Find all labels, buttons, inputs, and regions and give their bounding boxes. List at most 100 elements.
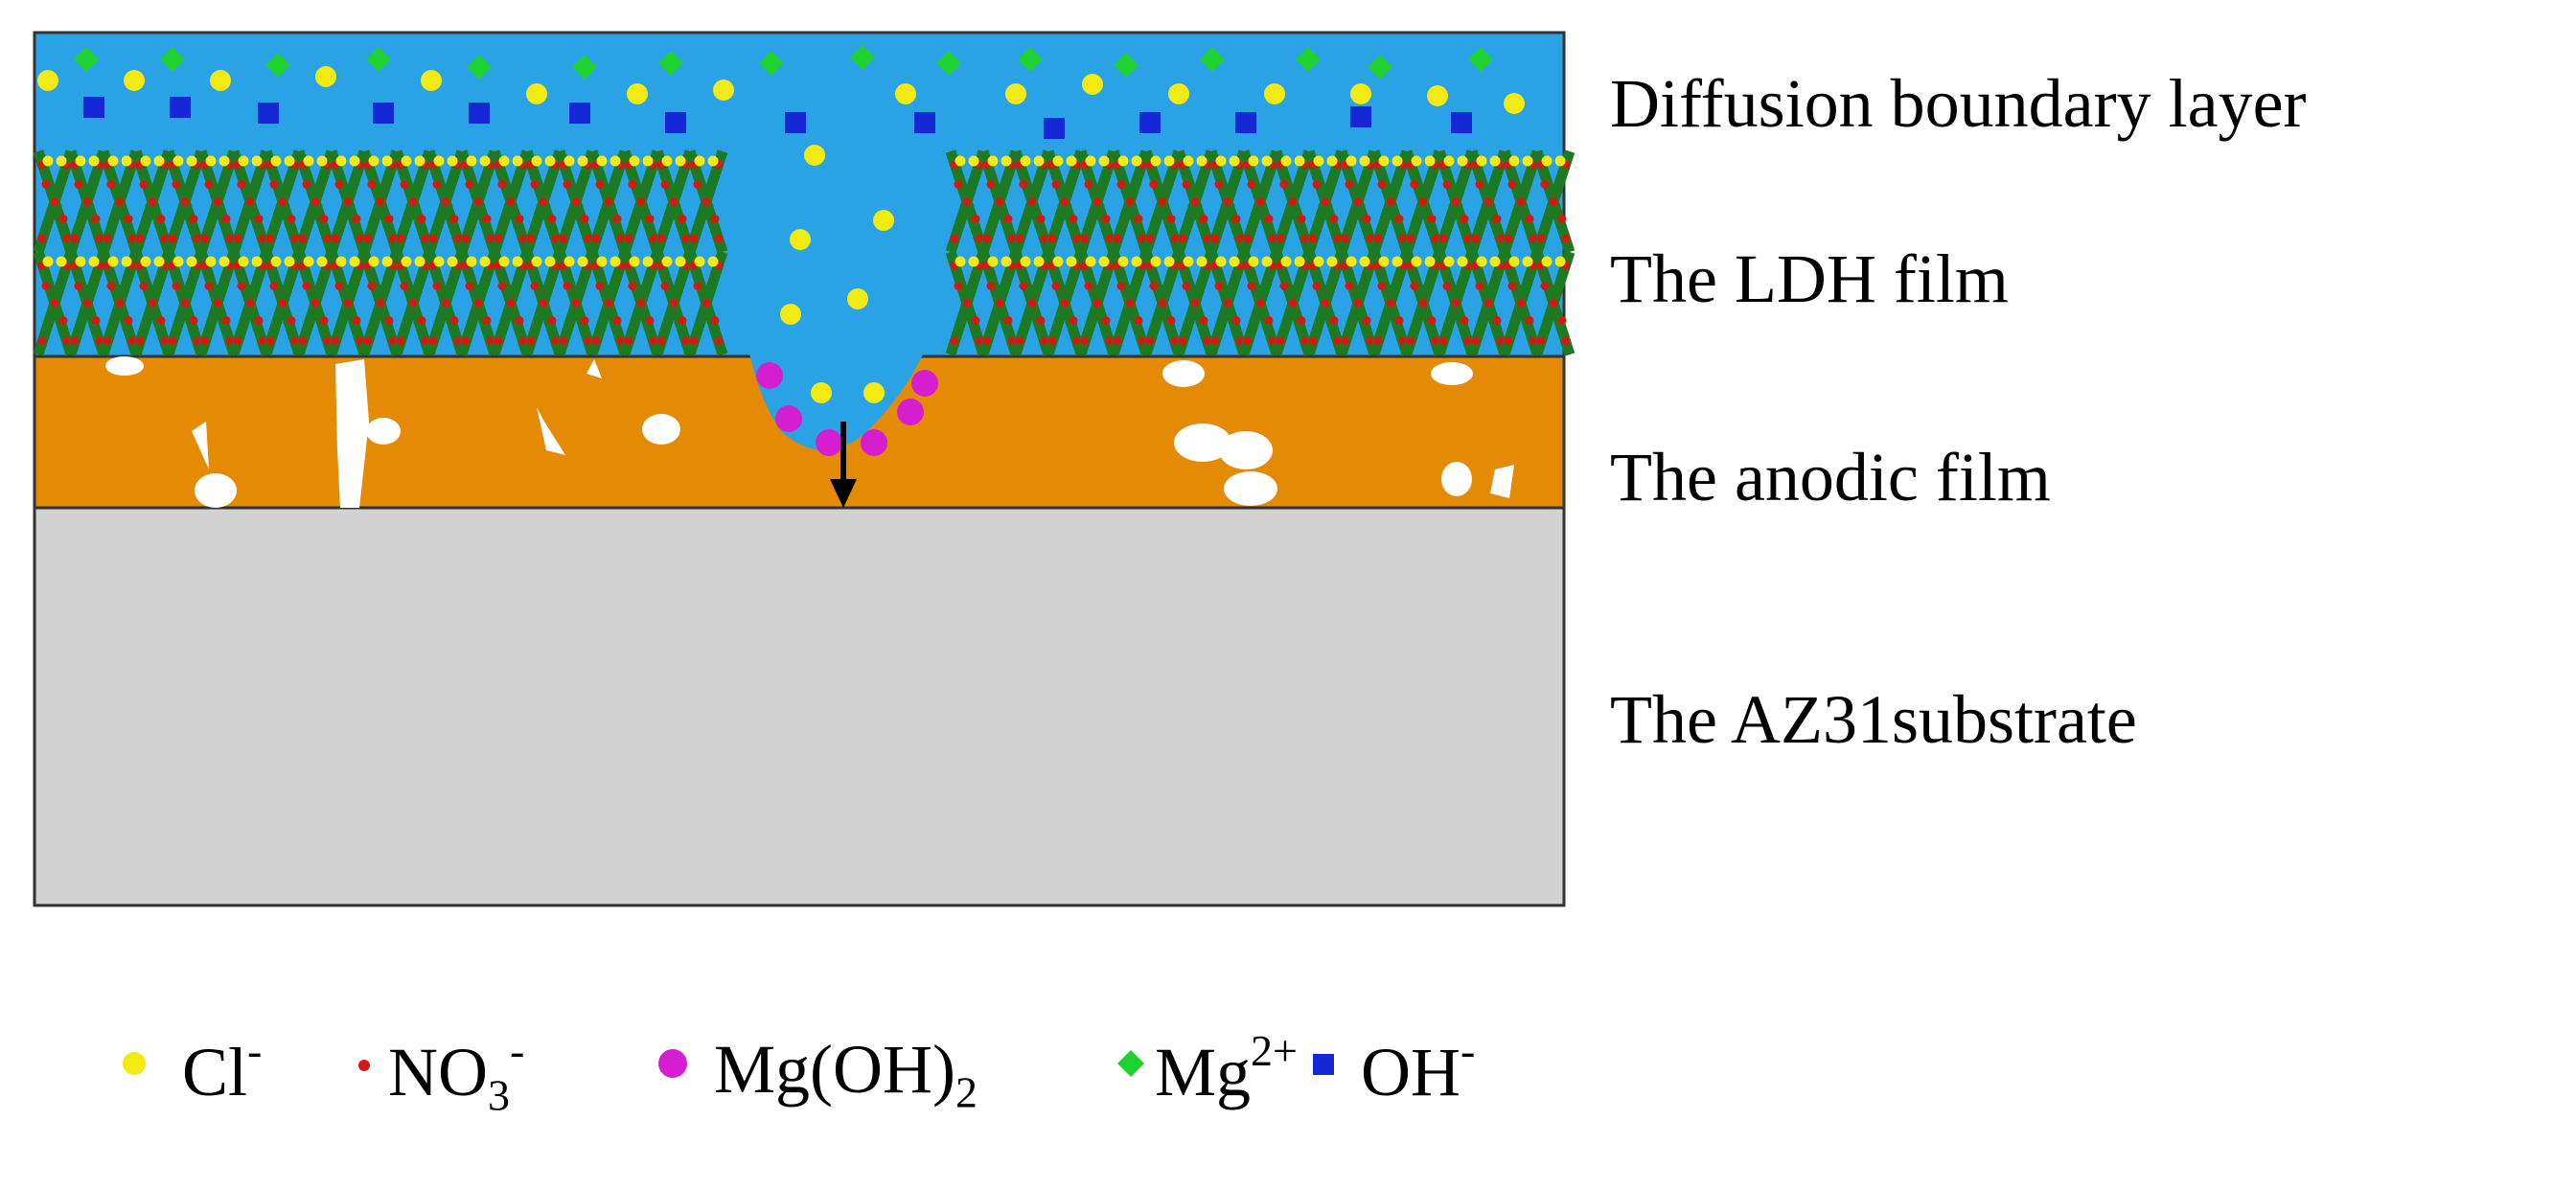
chloride-ion [270,155,282,167]
nitrate-ion [986,282,996,290]
chloride-ion [1248,155,1259,167]
nitrate-ion [559,336,568,346]
nitrate-ion [91,215,101,223]
nitrate-ion [656,234,666,243]
nitrate-ion [269,180,279,189]
nitrate-ion [1321,299,1330,308]
hydroxide-ion [170,97,191,118]
mg-ion [1368,55,1392,80]
mg-ion [366,47,391,72]
nitrate-ion [1557,316,1567,325]
mg-ion [467,55,492,80]
chloride-ion [381,256,393,267]
nitrate-ion [278,299,288,308]
nitrate-ion [1484,197,1493,206]
nitrate-ion [334,282,344,290]
nitrate-ion [189,215,198,223]
nitrate-ion [148,299,157,308]
mg-ion [850,45,875,70]
nitrate-ion [221,215,231,223]
chloride-ion [1457,256,1468,267]
nitrate-ion [1145,336,1155,346]
nitrate-ion [1297,215,1306,223]
nitrate-ion [950,336,959,346]
chloride-ion [140,155,151,167]
chloride-ion [88,155,100,167]
chloride-ion [1424,256,1436,267]
nitrate-ion [82,197,92,206]
chloride-ion [610,155,621,167]
chloride-ion [1229,256,1240,267]
chloride-ion [1443,256,1455,267]
nitrate-ion [189,316,198,325]
chloride-ion [316,256,328,267]
nitrate-ion [41,282,51,290]
nitrate-ion [1247,282,1256,290]
nitrate-ion [319,215,329,223]
nitrate-ion [1247,180,1256,189]
nitrate-ion [237,282,246,290]
label-anodic-film: The anodic film [1610,439,2051,515]
legend-label-chloride: Cl- [182,1026,263,1110]
nitrate-ion [1297,316,1306,325]
legend-label-hydroxide: OH- [1361,1026,1476,1110]
chloride-ion [107,256,119,267]
chloride-ion [675,155,686,167]
hydroxide-ion [665,112,686,133]
chloride-ion [303,155,314,167]
chloride-ion [1424,155,1436,167]
nitrate-ion [1214,180,1224,189]
nitrate-ion [1149,180,1159,189]
nitrate-ion [254,215,264,223]
nitrate-ion [400,180,409,189]
nitrate-ion [396,336,405,346]
nitrate-ion [1460,316,1469,325]
nitrate-ion [180,197,190,206]
chloride-ion [1508,155,1520,167]
chloride-ion [804,145,825,166]
nitrate-ion [982,336,992,346]
nitrate-ion [1158,299,1167,308]
chloride-ion [531,155,542,167]
nitrate-ion [1549,299,1558,308]
chloride-ion [186,155,197,167]
pore [1224,471,1277,506]
nitrate-ion [363,336,373,346]
nitrate-ion [58,215,68,223]
nitrate-ion [1166,316,1176,325]
nitrate-ion [954,282,963,290]
nitrate-ion [1019,180,1028,189]
nitrate-ion [506,197,516,206]
nitrate-ion [172,180,181,189]
nitrate-ion [1345,282,1354,290]
mg-hydroxide-particle [911,370,938,397]
substrate-layer [33,506,1566,907]
nitrate-ion [678,316,687,325]
chloride-ion [1131,256,1142,267]
nitrate-ion [1149,282,1159,290]
hydroxide-ion [785,112,806,133]
nitrate-ion [1276,234,1285,243]
chloride-ion [1183,155,1194,167]
nitrate-ion [612,316,622,325]
chloride-ion [1350,83,1371,104]
nitrate-ion [1353,197,1363,206]
chloride-ion [1033,256,1045,267]
green-diamond-icon [1117,1050,1144,1077]
nitrate-ion [1047,234,1057,243]
chloride-ion [210,70,231,91]
chloride-ion [1411,256,1422,267]
chloride-ion [349,256,360,267]
nitrate-ion [693,180,702,189]
chloride-ion [987,256,999,267]
pore [1174,423,1231,462]
nitrate-ion [1507,282,1517,290]
chloride-ion [1066,256,1077,267]
nitrate-ion [287,316,296,325]
chloride-ion [1196,155,1208,167]
mg-hydroxide-particle [861,429,887,456]
chloride-ion [1346,256,1357,267]
chloride-ion [1000,256,1012,267]
nitrate-ion [103,234,112,243]
nitrate-ion [287,215,296,223]
